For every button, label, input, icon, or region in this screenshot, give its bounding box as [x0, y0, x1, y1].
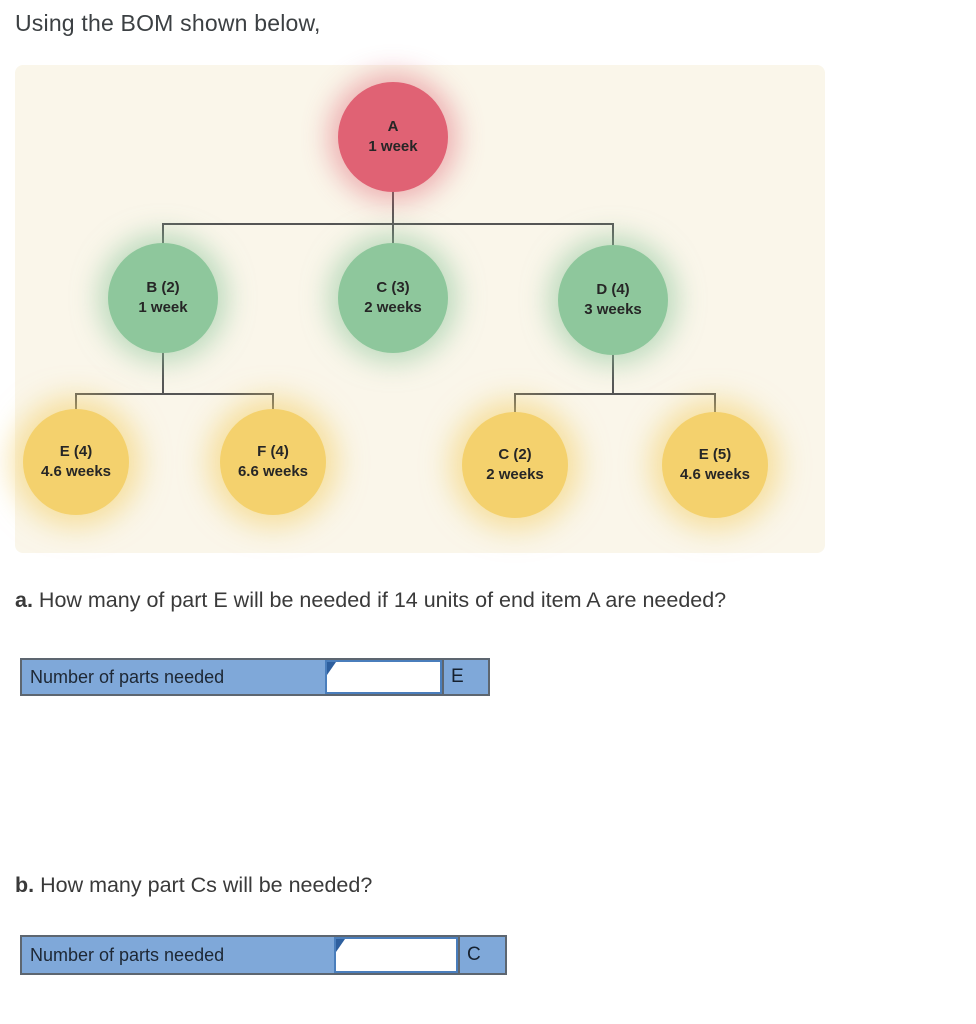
connector-line — [514, 393, 516, 414]
connector-line — [392, 223, 394, 245]
bom-node-d: D (4) 3 weeks — [558, 245, 668, 355]
answer-row-b-unit-label: C — [458, 937, 505, 973]
connector-line — [162, 223, 164, 245]
bom-node-f4: F (4) 6.6 weeks — [220, 409, 326, 515]
node-part-label: F (4) — [257, 443, 289, 460]
node-part-label: E (5) — [698, 446, 732, 463]
connector-line — [162, 223, 614, 225]
node-leadtime-label: 6.6 weeks — [237, 462, 309, 480]
bom-node-e5: E (5) 4.6 weeks — [662, 412, 768, 518]
answer-row-b: Number of parts needed C — [20, 935, 507, 975]
bom-node-a: A 1 week — [338, 82, 448, 192]
connector-line — [612, 223, 614, 247]
node-part-label: C (3) — [376, 279, 410, 296]
page-title: Using the BOM shown below, — [15, 10, 321, 36]
node-leadtime-label: 1 week — [368, 137, 418, 155]
connector-line — [714, 393, 716, 414]
node-part-label: B (2) — [146, 279, 180, 296]
answer-row-b-label: Number of parts needed — [30, 944, 225, 965]
bom-node-c2: C (2) 2 weeks — [462, 412, 568, 518]
answer-row-a-input-cell — [325, 660, 442, 694]
answer-row-a-unit-label: E — [442, 660, 488, 694]
question-a-text: How many of part E will be needed if 14 … — [32, 588, 727, 612]
question-b-text: How many part Cs will be needed? — [34, 873, 373, 897]
connector-line — [612, 353, 614, 395]
connector-line — [75, 393, 77, 411]
node-part-label: A — [387, 118, 399, 135]
bom-diagram-panel: A 1 week B (2) 1 week C (3) 2 weeks D (4… — [15, 65, 825, 553]
node-leadtime-label: 2 weeks — [364, 298, 422, 316]
answer-input-c[interactable] — [336, 939, 456, 971]
node-part-label: C (2) — [498, 446, 532, 463]
node-leadtime-label: 2 weeks — [486, 465, 544, 483]
connector-line — [75, 393, 274, 395]
answer-input-e[interactable] — [327, 662, 440, 692]
connector-line — [272, 393, 274, 411]
question-b: b. How many part Cs will be needed? — [15, 873, 372, 898]
question-b-prefix: b. — [15, 873, 35, 897]
connector-line — [392, 190, 394, 224]
node-leadtime-label: 1 week — [138, 298, 188, 316]
node-leadtime-label: 4.6 weeks — [40, 462, 112, 480]
answer-row-a: Number of parts needed E — [20, 658, 490, 696]
connector-line — [514, 393, 716, 395]
question-a-prefix: a. — [15, 588, 33, 612]
question-a: a. How many of part E will be needed if … — [15, 588, 726, 613]
answer-marker-icon — [336, 939, 345, 952]
node-part-label: D (4) — [596, 281, 630, 298]
bom-node-e4: E (4) 4.6 weeks — [23, 409, 129, 515]
connector-line — [162, 351, 164, 395]
node-leadtime-label: 4.6 weeks — [679, 465, 751, 483]
bom-node-c: C (3) 2 weeks — [338, 243, 448, 353]
node-part-label: E (4) — [59, 443, 93, 460]
answer-row-a-label: Number of parts needed — [30, 666, 225, 687]
bom-node-b: B (2) 1 week — [108, 243, 218, 353]
node-leadtime-label: 3 weeks — [584, 300, 642, 318]
answer-marker-icon — [327, 662, 336, 675]
answer-row-b-input-cell — [334, 937, 458, 973]
